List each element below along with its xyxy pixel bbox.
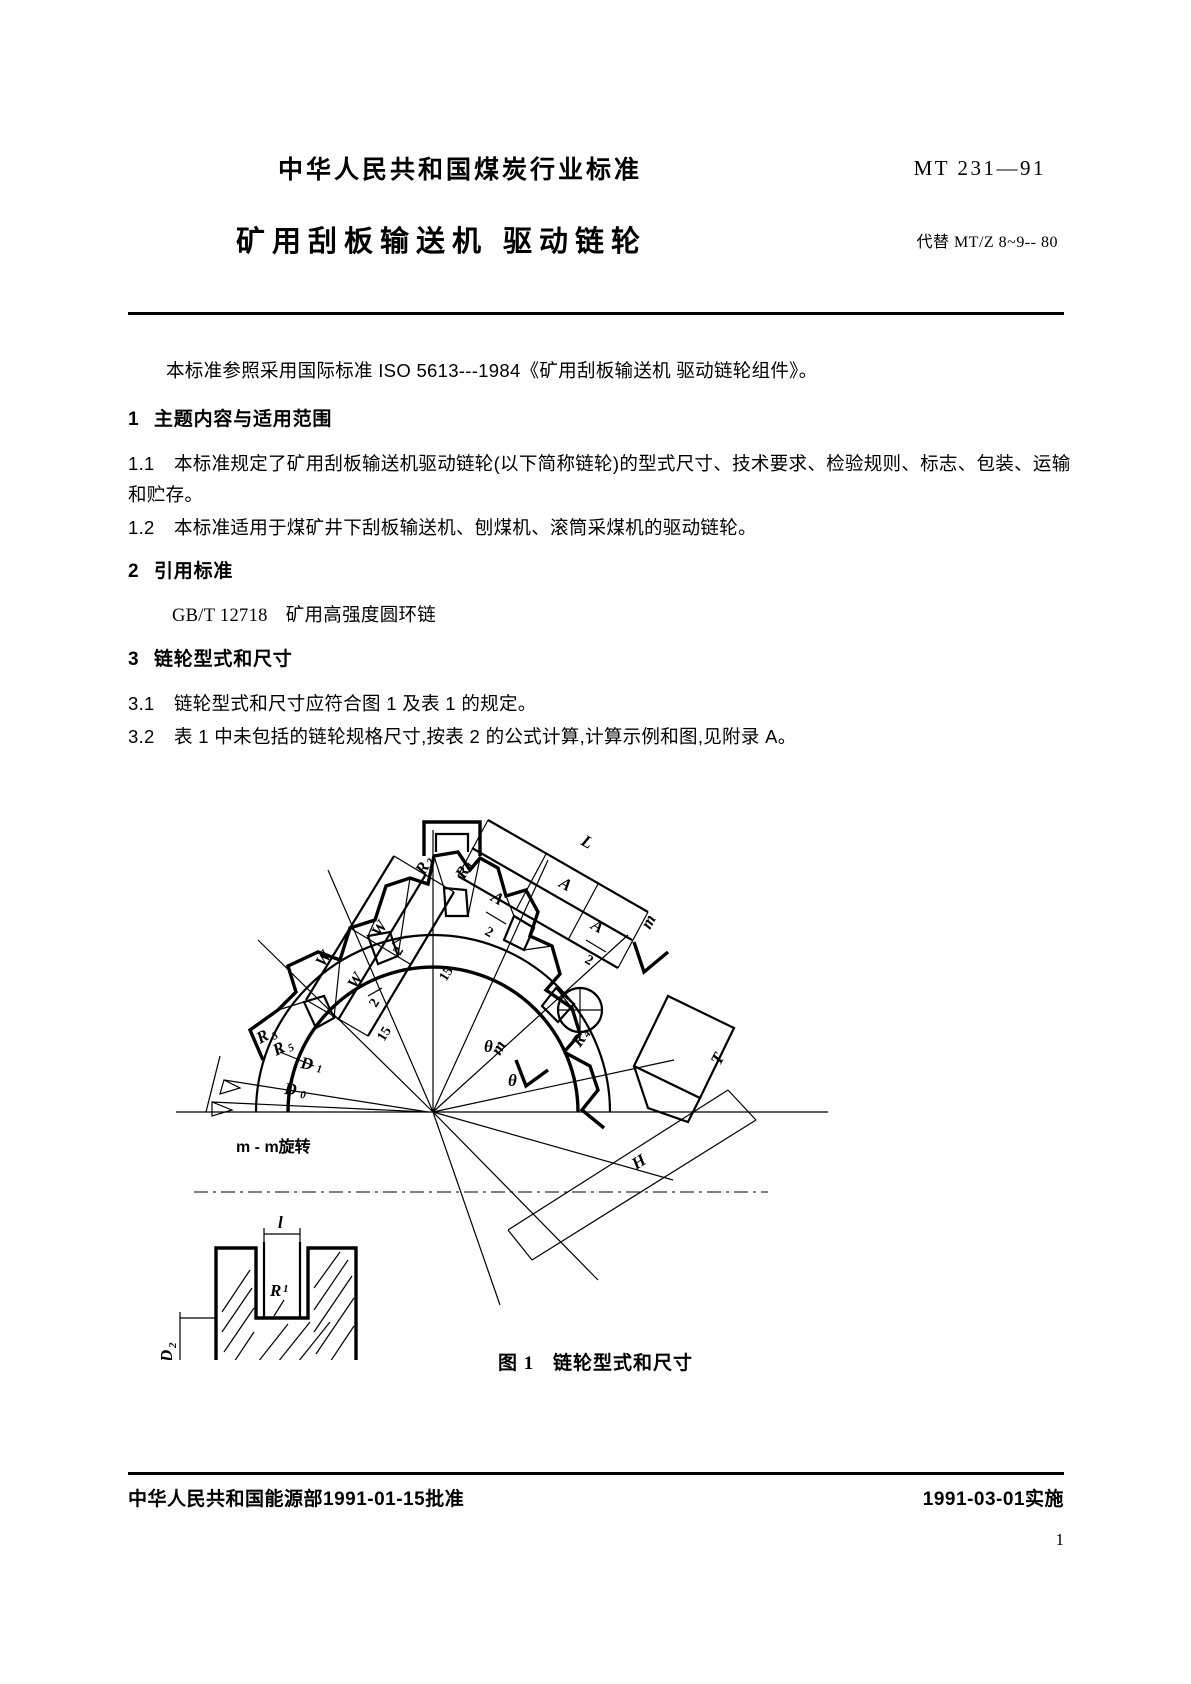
- label-theta-b: θ: [508, 1071, 517, 1090]
- label-R-groove-sub: 1: [283, 1283, 289, 1295]
- section-title-m-m: m - m旋转: [236, 1137, 311, 1156]
- label-A-half-left-den: 2: [482, 924, 496, 940]
- label-D0-text: D: [283, 1079, 298, 1099]
- label-A-half-left: A 2: [482, 887, 507, 941]
- label-R5-sub: 5: [286, 1041, 297, 1054]
- section-2-heading: 2 引用标准: [128, 557, 1074, 587]
- label-D1-sub: 1: [316, 1063, 323, 1076]
- clause-3-2-number: 3.2: [128, 726, 155, 747]
- masthead: 中华人民共和国煤炭行业标准 MT 231—91 矿用刮板输送机 驱动链轮 代替 …: [128, 140, 1064, 290]
- clause-1-2-number: 1.2: [128, 517, 155, 538]
- figure-caption-text: 链轮型式和尺寸: [553, 1353, 694, 1374]
- effective-date-note: 1991-03-01实施: [922, 1489, 1064, 1510]
- clause-3-1-number: 3.1: [128, 693, 155, 714]
- label-m-right: m: [637, 911, 660, 932]
- label-D1-text: D: [298, 1053, 314, 1074]
- section-1-title: 主题内容与适用范围: [154, 409, 333, 430]
- construction-lines: [176, 830, 828, 1306]
- reference-name: 矿用高强度圆环链: [285, 604, 437, 625]
- diameter-dimensions: D 1 D 0: [205, 1053, 429, 1117]
- label-A-half-right-num: A: [587, 915, 607, 938]
- label-L: L: [577, 831, 596, 853]
- label-R-groove-text: R: [269, 1281, 281, 1300]
- label-D2-sub: 2: [167, 1342, 179, 1349]
- label-A-half-left-num: A: [487, 887, 507, 910]
- standard-number: MT 231—91: [913, 156, 1046, 180]
- replaces-note: 代替 MT/Z 8~9-- 80: [916, 234, 1058, 251]
- dimension-H: H: [507, 1089, 757, 1261]
- pocket-circle-detail: [556, 986, 604, 1034]
- approval-note: 中华人民共和国能源部1991-01-15批准: [128, 1489, 465, 1510]
- figure-caption-number: 图 1: [497, 1353, 535, 1374]
- label-W-half: W 2: [343, 968, 383, 1010]
- label-D0-sub: 0: [300, 1089, 307, 1101]
- section-arrow-right: m: [632, 911, 670, 975]
- sprocket-teeth-outline: [247, 850, 606, 1130]
- label-W-half-num: W: [343, 968, 368, 992]
- clause-3-1: 3.1 链轮型式和尺寸应符合图 1 及表 1 的规定。: [128, 688, 1074, 719]
- label-R1-sub: 1: [464, 861, 477, 872]
- label-T: T: [707, 1049, 729, 1068]
- clause-1-1-number: 1.1: [128, 453, 155, 474]
- label-W-half-den: 2: [367, 996, 383, 1010]
- header-divider: [128, 312, 1064, 315]
- document-body: 本标准参照采用国际标准 ISO 5613---1984《矿用刮板输送机 驱动链轮…: [128, 355, 1074, 754]
- clause-1-2: 1.2 本标准适用于煤矿井下刮板输送机、刨煤机、滚筒采煤机的驱动链轮。: [128, 512, 1074, 543]
- footer-divider: [128, 1472, 1064, 1475]
- section-1-number: 1: [128, 409, 140, 430]
- label-l: l: [278, 1213, 283, 1232]
- clause-1-1-text: 本标准规定了矿用刮板输送机驱动链轮(以下简称链轮)的型式尺寸、技术要求、检验规则…: [128, 453, 1071, 505]
- section-3-number: 3: [128, 649, 140, 670]
- intro-paragraph: 本标准参照采用国际标准 ISO 5613---1984《矿用刮板输送机 驱动链轮…: [166, 360, 818, 381]
- chain-link-detail: [422, 820, 482, 856]
- label-angle-15-a: 15: [375, 1024, 395, 1044]
- sprocket-drawing-svg: W W 2 W 2 15 15: [157, 819, 828, 1360]
- label-R5-text: R: [269, 1038, 288, 1060]
- dimension-frame-right: [457, 819, 649, 969]
- section-detail-m-m: m - m旋转: [157, 1137, 358, 1360]
- section-3-title: 链轮型式和尺寸: [154, 649, 293, 670]
- referenced-standard: GB/T 12718 矿用高强度圆环链: [128, 600, 1074, 631]
- label-R3-sub: 3: [269, 1029, 281, 1043]
- sprocket-technical-drawing: W W 2 W 2 15 15: [128, 760, 1064, 1360]
- clause-3-2-text: 表 1 中未包括的链轮规格尺寸,按表 2 的公式计算,计算示例和图,见附录 A。: [174, 726, 797, 747]
- section-arrow-left: m: [487, 1037, 549, 1089]
- label-D2-text: D: [157, 1350, 176, 1360]
- page-number: 1: [1055, 1530, 1065, 1549]
- section-2-number: 2: [128, 561, 140, 582]
- clause-3-1-text: 链轮型式和尺寸应符合图 1 及表 1 的规定。: [174, 693, 537, 714]
- clause-1-2-text: 本标准适用于煤矿井下刮板输送机、刨煤机、滚筒采煤机的驱动链轮。: [174, 517, 757, 538]
- section-3-heading: 3 链轮型式和尺寸: [128, 645, 1074, 675]
- label-A: A: [555, 873, 575, 896]
- document-title: 矿用刮板输送机 驱动链轮: [236, 226, 648, 258]
- dimension-frame-left: [305, 855, 455, 1037]
- figure-caption: 图 1 链轮型式和尺寸: [0, 1348, 1191, 1375]
- organization-title: 中华人民共和国煤炭行业标准: [278, 156, 643, 184]
- tooth-thickness-block: T: [632, 994, 736, 1124]
- section-2-title: 引用标准: [154, 561, 234, 582]
- section-1-heading: 1 主题内容与适用范围: [128, 405, 1074, 435]
- reference-code: GB/T 12718: [172, 606, 268, 626]
- label-H: H: [627, 1150, 650, 1174]
- label-theta-a: θ: [484, 1037, 493, 1056]
- label-angle-15-b: 15: [437, 964, 457, 984]
- clause-3-2: 3.2 表 1 中未包括的链轮规格尺寸,按表 2 的公式计算,计算示例和图,见附录…: [128, 721, 1074, 752]
